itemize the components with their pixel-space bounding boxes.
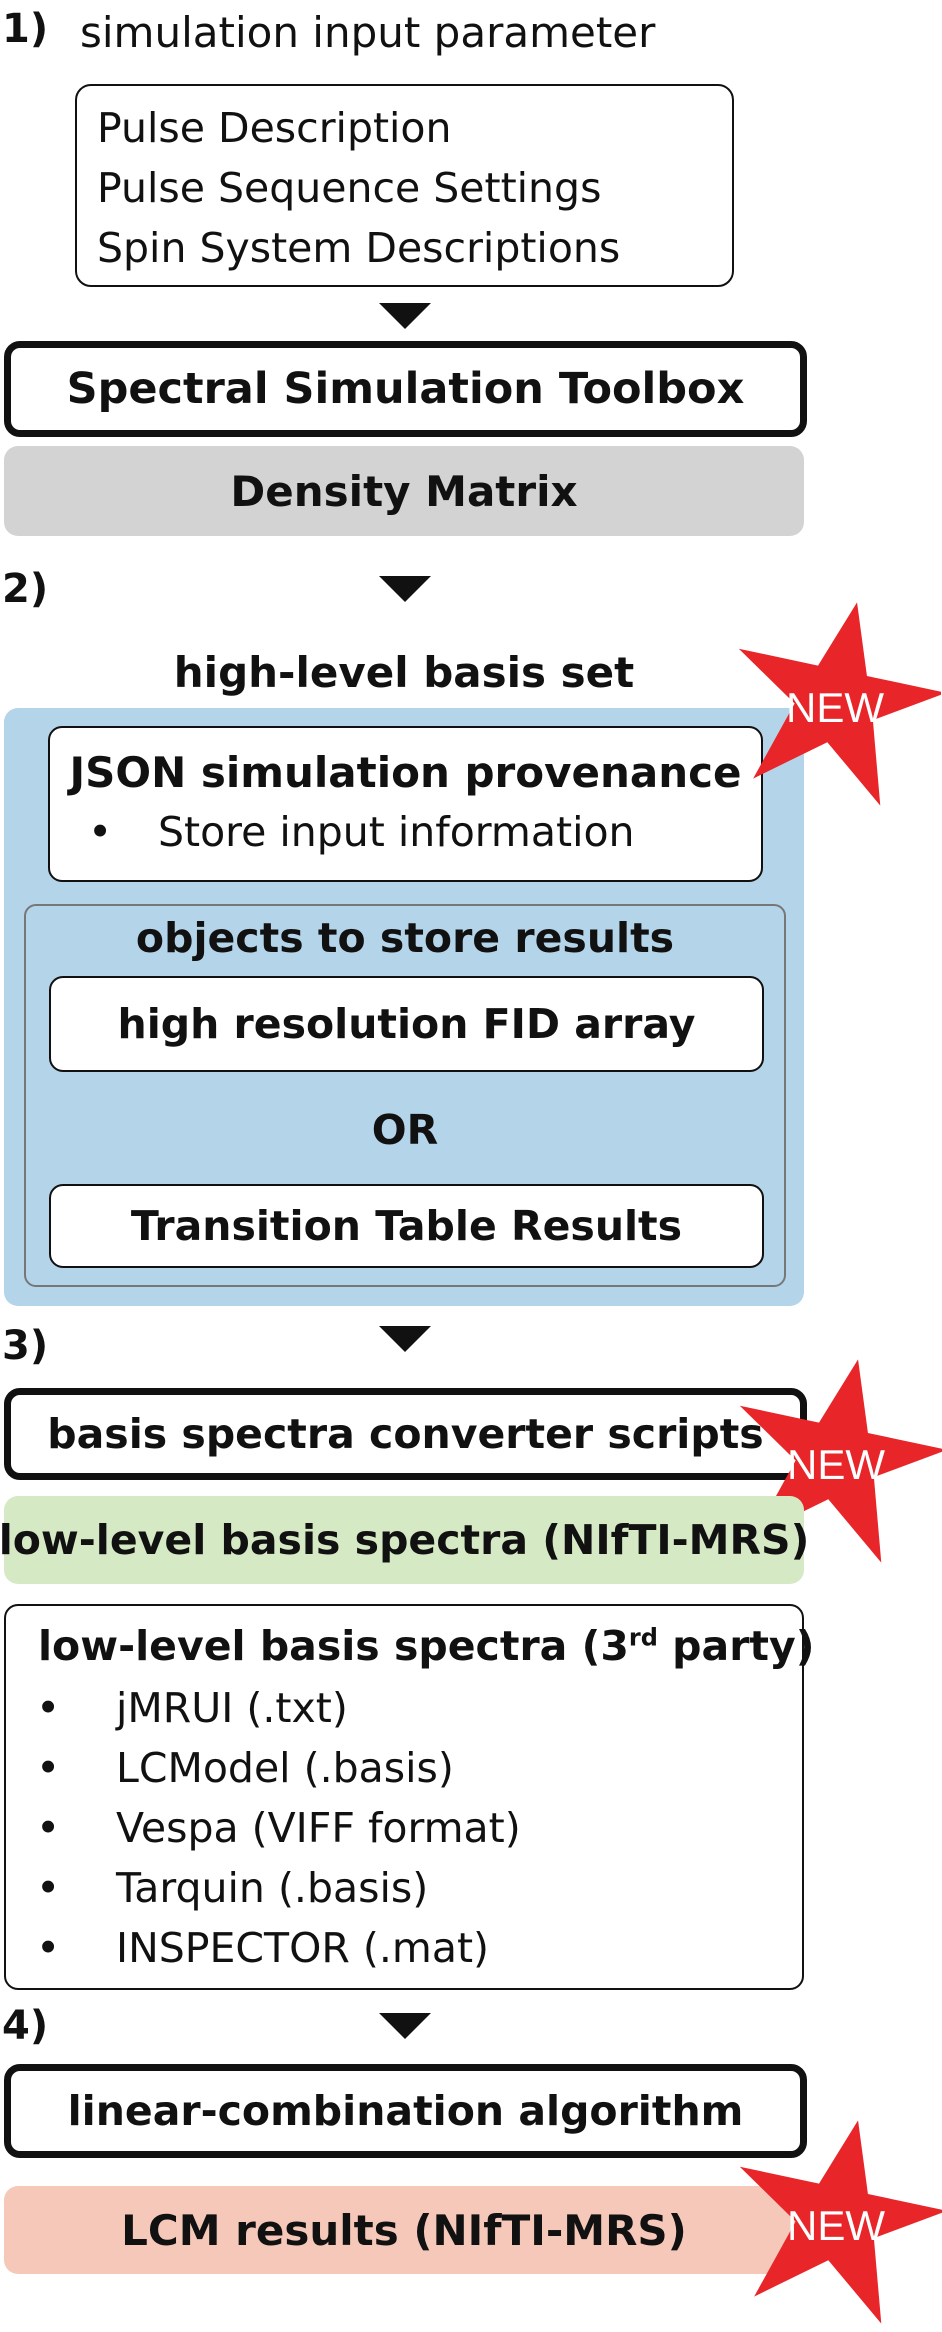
param-pulse-sequence: Pulse Sequence Settings <box>97 164 602 212</box>
nifti-basis-box: low-level basis spectra (NIfTI-MRS) <box>0 1496 809 1584</box>
third-party-title: low-level basis spectra (3rd party) <box>38 1622 814 1670</box>
third-party-title-prefix: low-level basis spectra (3 <box>38 1622 629 1670</box>
format-label: Tarquin (.basis) <box>116 1864 429 1912</box>
third-party-title-sup: rd <box>628 1623 658 1652</box>
step-1-title: simulation input parameter <box>80 8 656 57</box>
arrow-down-icon <box>379 2013 431 2039</box>
converter-scripts-box: basis spectra converter scripts <box>4 1388 807 1480</box>
lcm-results-box: LCM results (NIfTI-MRS) <box>4 2186 804 2274</box>
step-3-number: 3) <box>2 1323 49 1369</box>
new-label: NEW <box>787 2202 885 2249</box>
transition-table-box: Transition Table Results <box>49 1184 764 1268</box>
arrow-down-icon <box>379 576 431 602</box>
density-matrix-box: Density Matrix <box>4 446 804 536</box>
json-provenance-title: JSON simulation provenance <box>69 748 742 797</box>
lcm-algorithm-box: linear-combination algorithm <box>4 2064 807 2158</box>
param-spin-system: Spin System Descriptions <box>97 224 621 272</box>
json-bullet-text: Store input information <box>158 808 635 856</box>
arrow-down-icon <box>379 303 431 329</box>
bullet-icon: • <box>36 1924 61 1972</box>
bullet-icon: • <box>36 1864 61 1912</box>
or-label: OR <box>371 1106 439 1154</box>
new-label: NEW <box>787 1441 885 1488</box>
json-provenance-box: JSON simulation provenance • Store input… <box>48 726 763 882</box>
bullet-icon: • <box>36 1744 61 1792</box>
new-star-icon: NEW <box>730 2118 942 2330</box>
param-pulse-description: Pulse Description <box>97 104 452 152</box>
format-label: INSPECTOR (.mat) <box>116 1924 490 1972</box>
input-parameter-box: Pulse Description Pulse Sequence Setting… <box>75 84 734 287</box>
step-2-number: 2) <box>2 566 49 612</box>
bullet-icon: • <box>88 808 113 856</box>
arrow-down-icon <box>379 1326 431 1352</box>
bullet-icon: • <box>36 1684 61 1732</box>
high-level-title: high-level basis set <box>173 648 635 697</box>
toolbox-box: Spectral Simulation Toolbox <box>4 341 807 437</box>
objects-to-store-panel: objects to store results high resolution… <box>24 904 786 1287</box>
step-1-number: 1) <box>2 6 49 52</box>
format-label: LCModel (.basis) <box>116 1744 454 1792</box>
new-label: NEW <box>786 684 884 731</box>
third-party-title-suffix: party) <box>657 1622 815 1670</box>
step-4-number: 4) <box>2 2003 49 2049</box>
high-level-basis-set-panel: JSON simulation provenance • Store input… <box>4 708 804 1306</box>
fid-array-box: high resolution FID array <box>49 976 764 1072</box>
objects-title: objects to store results <box>135 914 675 962</box>
new-star-icon: NEW <box>729 600 941 812</box>
format-label: Vespa (VIFF format) <box>116 1804 521 1852</box>
third-party-box: low-level basis spectra (3rd party) • jM… <box>4 1604 814 1990</box>
format-label: jMRUI (.txt) <box>116 1684 348 1732</box>
bullet-icon: • <box>36 1804 61 1852</box>
